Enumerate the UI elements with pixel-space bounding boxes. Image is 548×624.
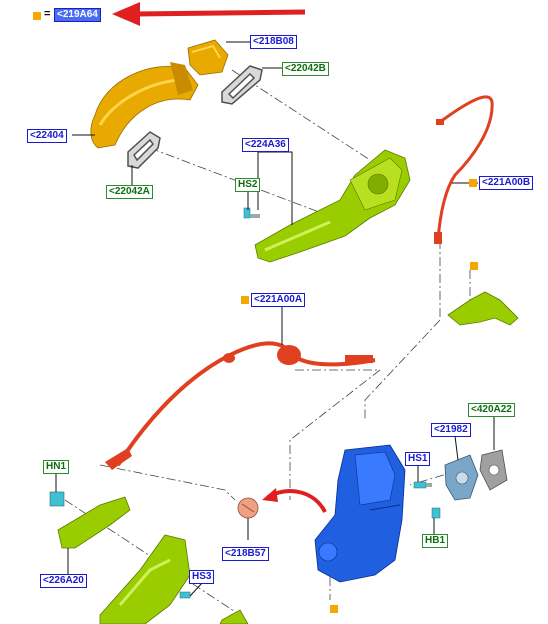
callout-hs3: HS3 (189, 570, 215, 584)
cable-221A00A-part (105, 341, 376, 470)
leader-lines (55, 41, 495, 597)
callout-22042A: <22042A (106, 185, 153, 199)
marker-icon (330, 605, 338, 613)
marker-icon (241, 296, 249, 304)
inside-handle-part (99, 534, 191, 624)
screw-hb1-part (431, 507, 441, 519)
callout-221A00A: <221A00A (251, 293, 306, 307)
callout-224A36: <224A36 (242, 138, 289, 152)
install-arrowhead (262, 488, 278, 502)
callout-hs1: HS1 (405, 452, 431, 466)
callout-hs2: HS2 (235, 178, 261, 192)
striker-bracket-part (444, 454, 479, 501)
gasket-b-part (221, 65, 263, 105)
door-latch-part (314, 444, 406, 583)
clip-218B57-part (237, 497, 259, 519)
callout-22042B: <22042B (282, 62, 329, 76)
callout-218B57: <218B57 (222, 547, 269, 561)
cable-221A00B-part (434, 95, 494, 244)
marker-icon (33, 12, 41, 20)
handle-frame-part (254, 149, 411, 263)
callout-221A00B: <221A00B (479, 176, 534, 190)
lower-bracket-part (219, 609, 249, 624)
screw-hs3-part (179, 591, 191, 599)
screw-hs2-part (243, 207, 260, 219)
highlight-arrow (112, 2, 306, 26)
bracket-part (447, 291, 519, 326)
screw-hs1-part (413, 481, 432, 489)
callout-218B08: <218B08 (250, 35, 297, 49)
handle-cap-part (187, 39, 229, 76)
callout-hn1: HN1 (43, 460, 70, 474)
nut-hn1-part (49, 491, 65, 507)
callout-22404: <22404 (27, 129, 67, 143)
marker-icon (469, 179, 477, 187)
outside-handle-part (90, 62, 199, 149)
callout-21982: <21982 (431, 423, 471, 437)
plate-420A22-part (479, 449, 508, 491)
legend-part-code: <219A64 (54, 8, 101, 22)
reinforcement-part (57, 496, 131, 549)
legend-equals: = (44, 8, 51, 20)
callout-226A20: <226A20 (40, 574, 87, 588)
callout-420A22: <420A22 (468, 403, 515, 417)
gasket-a-part (127, 131, 161, 169)
callout-hb1: HB1 (422, 534, 449, 548)
marker-icon (470, 262, 478, 270)
